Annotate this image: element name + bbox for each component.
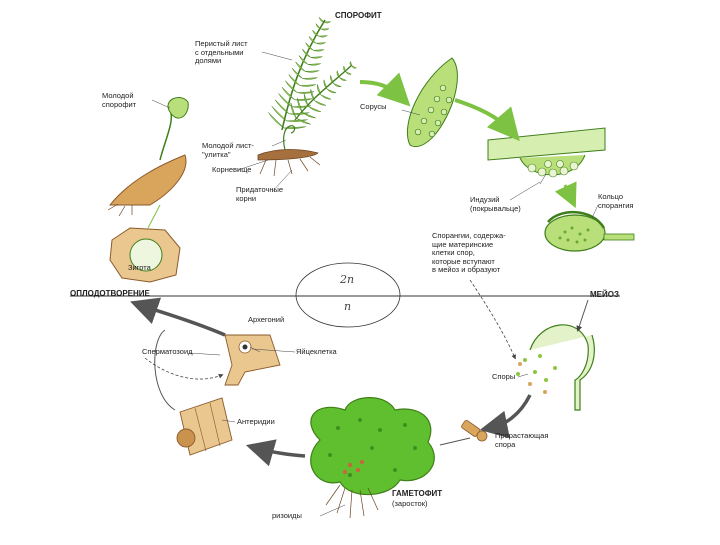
pinna-leaflet [321, 29, 329, 30]
pinna-leaflet [299, 55, 308, 64]
pinna-leaflet [340, 78, 347, 81]
arrow-antheridia-to-archegonium [155, 330, 175, 410]
arrow-spores-to-germinating [490, 395, 530, 428]
pinna-leaflet [346, 72, 352, 75]
pinna-with-sori-illustration [407, 58, 457, 147]
gametophyte-label: ГАМЕТОФИТ [392, 490, 442, 499]
zygote-label: Зигота [128, 264, 151, 273]
spores-label: Споры [492, 373, 515, 382]
indusium-label: Индузий (покрывальце) [470, 196, 521, 213]
meiosis-label: МЕЙОЗ [590, 291, 619, 300]
germinating-spore-illustration [461, 420, 487, 441]
antheridia-label: Антеридии [237, 418, 275, 427]
pinna-leaflet [319, 36, 328, 38]
germinating-spore-label: Прорастающая спора [495, 432, 548, 449]
arrow-spermatozoid-to-egg [145, 358, 222, 379]
pinna-leaflet [308, 64, 321, 66]
fiddlehead-illustration [284, 126, 295, 150]
arrow-gametophyte-to-antheridia [256, 448, 305, 456]
arrow-frond-to-pinna [360, 82, 402, 98]
pinnate-leaf-label: Перистый лист с отдельными долями [195, 40, 248, 66]
pinna-leaflet [337, 71, 340, 78]
pinna-leaflet [321, 95, 331, 99]
sorus-cross-section-illustration [488, 128, 605, 184]
arrow-germinating-to-gametophyte [440, 438, 470, 445]
haploid-label: n [344, 300, 351, 313]
pinna-leaflet [333, 83, 341, 86]
arrow-pinna-to-section [455, 100, 512, 132]
adventitious-roots-label: Придаточные корни [236, 186, 283, 203]
pinna-leaflet [350, 61, 352, 66]
rhizome-illustration [258, 149, 318, 160]
pinna-leaflet [316, 43, 326, 45]
diploid-label: 2n [340, 273, 354, 286]
sporangium-illustration [545, 212, 634, 251]
pinna-leaflet [352, 66, 356, 68]
rhizoids-label: ризоиды [272, 512, 302, 521]
young-sporophyte-label: Молодой спорофит [102, 92, 136, 109]
pinna-leaflet [315, 101, 326, 106]
pinna-leaflet [305, 71, 319, 73]
annulus-label: Кольцо спорангия [598, 193, 633, 210]
arrow-section-to-sporangium [565, 185, 572, 200]
pinna-leaflet [330, 75, 333, 83]
pinna-leaflet [327, 89, 336, 93]
young-leaf-label: Молодой лист- "улитка" [202, 142, 254, 159]
sporophyte-label: СПОРОФИТ [335, 12, 382, 21]
pinna-leaflet [302, 112, 316, 118]
prothallus-label: (заросток) [392, 500, 428, 509]
pinna-leaflet [268, 113, 284, 128]
fertilization-label: ОПЛОДОТВОРЕНИЕ [70, 290, 150, 299]
pinna-leaflet [319, 17, 324, 22]
archegonium-label: Архегоний [248, 316, 284, 325]
arrow-zygote-to-young [148, 205, 160, 228]
antheridium-illustration [177, 398, 232, 455]
pinna-leaflet [303, 78, 318, 80]
pinna-leaflet [343, 66, 345, 72]
pinna-leaflet [311, 57, 323, 59]
arrow-meiosis-to-spores [578, 300, 588, 330]
pinna-leaflet [313, 50, 324, 52]
pinna-leaflet [308, 106, 320, 111]
arrow-sporangia-to-spores-dashed [470, 280, 515, 358]
rhizome-label: Корневище [212, 166, 251, 175]
egg-cell-label: Яйцеклетка [296, 348, 337, 357]
young-sporophyte-illustration [108, 97, 188, 216]
spermatozoid-label: Сперматозоид [142, 348, 193, 357]
pinna-leaflet [300, 85, 316, 87]
pinna-leaflet [302, 49, 310, 57]
sori-label: Сорусы [360, 103, 386, 112]
pinna-leaflet [291, 103, 296, 118]
zygote-illustration [110, 228, 180, 282]
sporangia-note-label: Спорангии, содержа- щие материнские клет… [432, 232, 506, 275]
arrow-archegonium-to-fertilization [140, 305, 225, 335]
pinna-leaflet [324, 22, 331, 23]
archegonium-illustration [225, 335, 280, 385]
